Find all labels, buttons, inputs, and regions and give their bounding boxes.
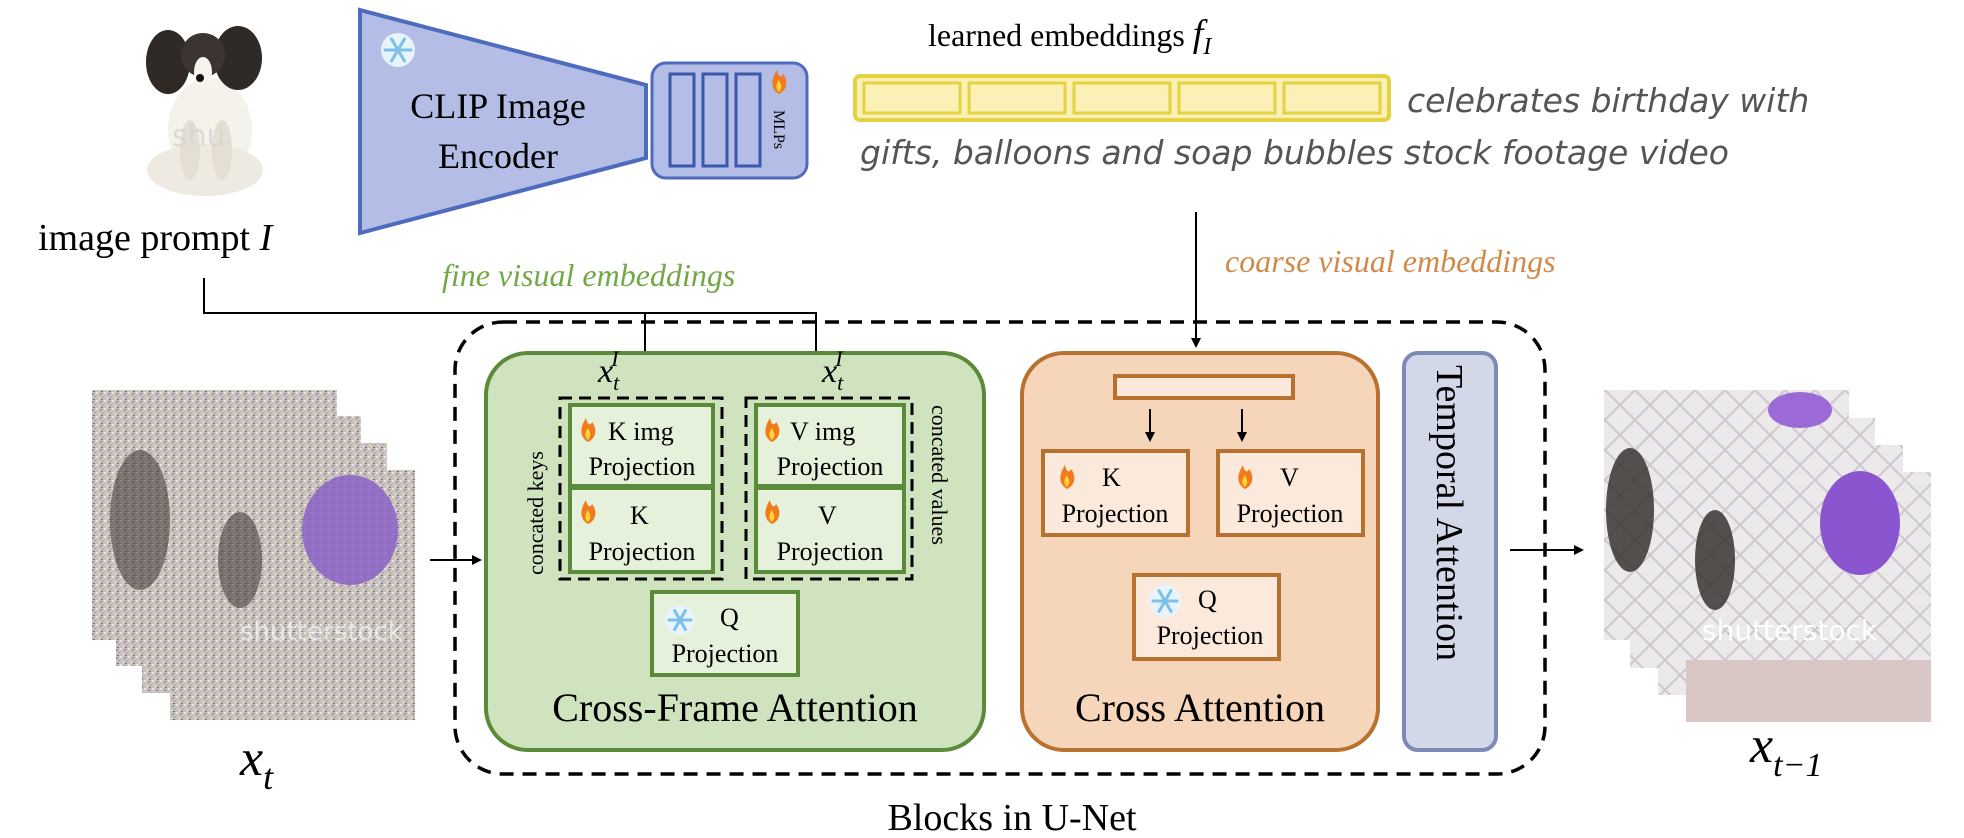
svg-text:Projection: Projection: [589, 452, 696, 481]
svg-text:K img: K img: [608, 417, 674, 446]
caption-line1: celebrates birthday with: [1407, 81, 1809, 120]
svg-text:V img: V img: [790, 417, 855, 446]
concated-values-label: concated values: [927, 405, 952, 545]
svg-text:Projection: Projection: [589, 537, 696, 566]
frozen-snowflake-icon: [1149, 585, 1181, 617]
svg-text:Projection: Projection: [672, 639, 779, 668]
x-t-label: xt: [239, 730, 274, 797]
image-prompt-label: image prompt I: [38, 217, 275, 259]
concated-keys-label: concated keys: [523, 451, 548, 575]
learned-embedding-bar: [853, 74, 1391, 122]
concated-values-group: [744, 396, 914, 581]
noisy-input-frames: shutterstock: [92, 390, 415, 720]
svg-text:Q: Q: [1198, 585, 1217, 614]
trainable-fire-icon: [772, 70, 787, 94]
svg-text:Projection: Projection: [777, 537, 884, 566]
x-t-minus-1-label: xt−1: [1749, 717, 1822, 784]
cross-frame-attention-title: Cross-Frame Attention: [552, 685, 918, 730]
frozen-snowflake-icon: [665, 605, 695, 635]
svg-text:shutterstock: shutterstock: [1702, 614, 1878, 647]
trainable-fire-icon: [581, 500, 596, 524]
svg-text:Projection: Projection: [777, 452, 884, 481]
trainable-fire-icon: [1060, 465, 1075, 489]
trainable-fire-icon: [765, 500, 780, 524]
xt-I-label-values: xtI: [821, 346, 844, 395]
cross-attention-title: Cross Attention: [1075, 685, 1325, 730]
svg-text:V: V: [818, 501, 837, 530]
trainable-fire-icon: [581, 418, 596, 442]
blocks-in-unet-label: Blocks in U-Net: [887, 797, 1137, 838]
image-prompt-picture: shu: [146, 26, 263, 196]
trainable-fire-icon: [1238, 465, 1253, 489]
svg-text:shutterstock: shutterstock: [240, 617, 403, 647]
trainable-fire-icon: [765, 418, 780, 442]
svg-text:V: V: [1280, 463, 1299, 492]
svg-text:Projection: Projection: [1062, 499, 1169, 528]
q-projection-cross-attention: Q Projection: [1132, 573, 1281, 661]
temporal-attention-block: Temporal Attention: [1402, 351, 1498, 752]
xt-I-label-keys: xtI: [597, 346, 620, 395]
encoder-label-line2: Encoder: [438, 136, 558, 176]
svg-text:Projection: Projection: [1237, 499, 1344, 528]
mlps-block: MLPs: [650, 61, 809, 180]
unet-blocks-outline: [453, 320, 1547, 776]
svg-text:shu: shu: [172, 119, 226, 154]
concated-keys-group: [558, 396, 724, 581]
k-projection: K Projection: [568, 486, 715, 574]
svg-text:Projection: Projection: [1157, 621, 1264, 650]
temporal-attention-label: Temporal Attention: [1428, 365, 1470, 661]
learned-embeddings-label: learned embeddings fI: [928, 13, 1212, 60]
caption-line2: gifts, balloons and soap bubbles stock f…: [860, 133, 1729, 172]
svg-text:Q: Q: [720, 603, 739, 632]
fine-visual-embeddings-label: fine visual embeddings: [442, 257, 735, 293]
v-projection: V Projection: [754, 486, 906, 574]
k-projection-cross-attention: K Projection: [1041, 449, 1190, 537]
coarse-visual-embeddings-label: coarse visual embeddings: [1225, 243, 1556, 279]
frozen-snowflake-icon: [381, 33, 415, 67]
svg-text:K: K: [630, 501, 649, 530]
mlps-label: MLPs: [770, 110, 787, 149]
v-img-projection: V img Projection: [754, 403, 906, 488]
k-img-projection: K img Projection: [568, 403, 715, 488]
encoder-label-line1: CLIP Image: [410, 86, 586, 126]
v-projection-cross-attention: V Projection: [1216, 449, 1365, 537]
svg-text:K: K: [1102, 463, 1121, 492]
text-embedding-bar: [1113, 374, 1295, 400]
denoised-output-frames: shutterstock: [1604, 390, 1931, 722]
clip-image-encoder: CLIP Image Encoder: [358, 7, 648, 236]
